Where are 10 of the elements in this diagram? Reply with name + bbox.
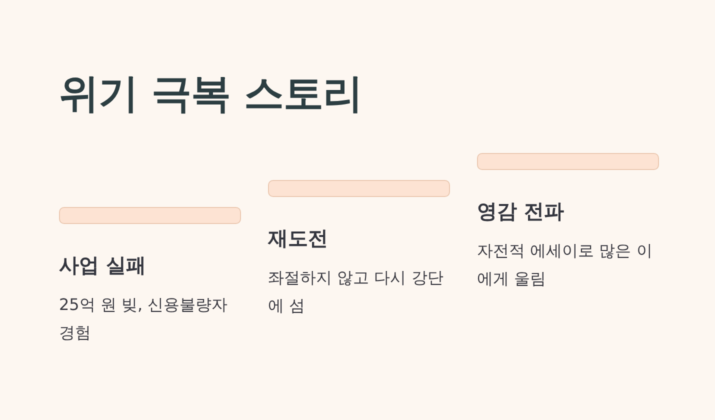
step-description: 좌절하지 않고 다시 강단에 섬 [268,267,444,317]
step-bar [268,180,450,197]
step-description: 25억 원 빚, 신용불량자 경험 [59,294,229,344]
step-heading: 사업 실패 [59,252,147,279]
step-bar [59,207,241,224]
step-bar [477,153,659,170]
page-title: 위기 극복 스토리 [59,70,362,119]
step-heading: 재도전 [268,225,329,252]
step-heading: 영감 전파 [477,198,565,225]
step-description: 자전적 에세이로 많은 이에게 울림 [477,240,654,290]
